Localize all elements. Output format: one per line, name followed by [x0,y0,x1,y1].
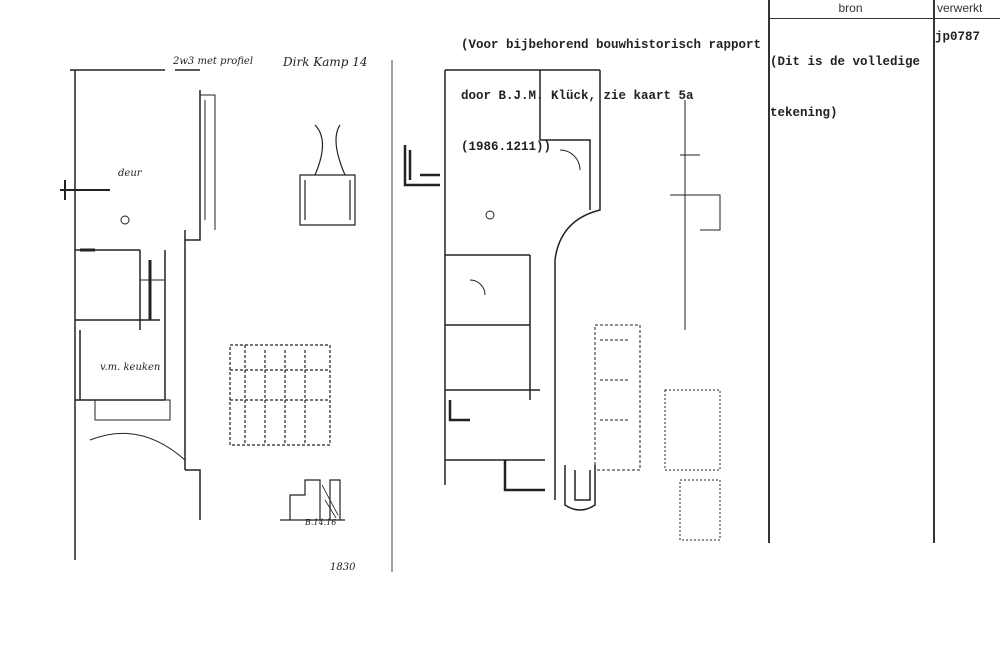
right-sketches [594,100,721,541]
bron-line-2: tekening) [770,106,838,120]
sketch-top-note: 2w3 met profiel [173,56,254,67]
sketch-title: Dirk Kamp 14 [283,55,368,69]
sketch-section-label: B.14.16 [305,518,337,527]
sketch-room-label: v.m. keuken [100,362,161,373]
column-divider-bron [768,0,770,543]
note-line-2: door B.J.M. Klück, zie kaart 5a [461,89,694,103]
bron-cell: (Dit is de volledige tekening) [770,20,920,156]
sketch-year: 1830 [330,562,356,573]
verwerkt-cell: jp0787 [935,30,981,44]
note-line-3: (1986.1211)) [461,140,552,154]
middle-sketches [229,124,356,521]
sketch-door-label: deur [118,168,142,179]
header-verwerkt: verwerkt [937,1,983,15]
bron-line-1: (Dit is de volledige [770,55,921,69]
header-divider [768,18,1000,19]
note-line-1: (Voor bijbehorend bouwhistorisch rapport [461,38,762,52]
header-bron: bron [838,1,863,15]
note-text: (Voor bijbehorend bouwhistorisch rapport… [461,3,761,173]
left-floor-plan [60,69,216,560]
column-divider-verwerkt [933,0,935,543]
right-floor-plan [403,69,601,511]
